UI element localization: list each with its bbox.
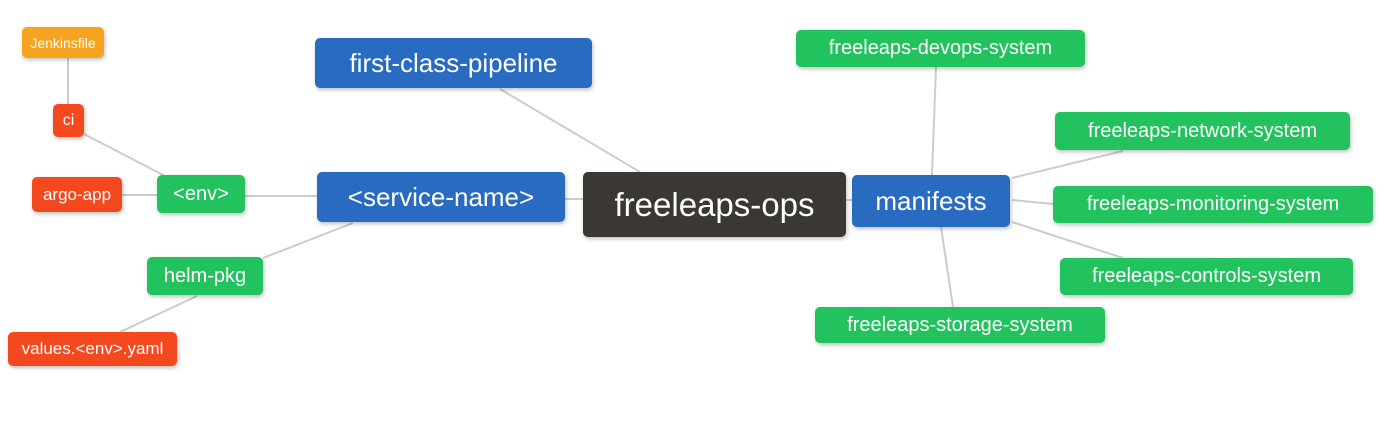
- node-argo-app[interactable]: argo-app: [32, 177, 122, 212]
- node-devops-system[interactable]: freeleaps-devops-system: [796, 30, 1085, 67]
- edge-manifests-devops-system: [931, 66, 937, 176]
- node-helm-pkg[interactable]: helm-pkg: [147, 257, 263, 295]
- node-controls-system[interactable]: freeleaps-controls-system: [1060, 258, 1353, 295]
- node-storage-system[interactable]: freeleaps-storage-system: [815, 307, 1105, 343]
- edge-manifests-network-system: [1011, 150, 1124, 179]
- node-ci[interactable]: ci: [53, 104, 84, 137]
- node-network-system[interactable]: freeleaps-network-system: [1055, 112, 1350, 150]
- node-jenkinsfile[interactable]: Jenkinsfile: [22, 27, 104, 58]
- edge-manifests-storage-system: [940, 226, 954, 308]
- edge-values-helm-pkg: [119, 295, 198, 333]
- edge-helm-pkg-service-name: [262, 222, 354, 259]
- node-manifests[interactable]: manifests: [852, 175, 1010, 227]
- edge-manifests-monitoring-system: [1011, 199, 1054, 205]
- edge-pipeline-freeleaps-ops: [499, 88, 641, 173]
- node-first-class-pipeline[interactable]: first-class-pipeline: [315, 38, 592, 88]
- edge-ci-env: [83, 133, 166, 177]
- node-env[interactable]: <env>: [157, 175, 245, 213]
- node-values-env-yaml[interactable]: values.<env>.yaml: [8, 332, 177, 366]
- edge-manifests-controls-system: [1011, 221, 1124, 259]
- node-monitoring-system[interactable]: freeleaps-monitoring-system: [1053, 186, 1373, 223]
- node-service-name[interactable]: <service-name>: [317, 172, 565, 222]
- node-freeleaps-ops[interactable]: freeleaps-ops: [583, 172, 846, 237]
